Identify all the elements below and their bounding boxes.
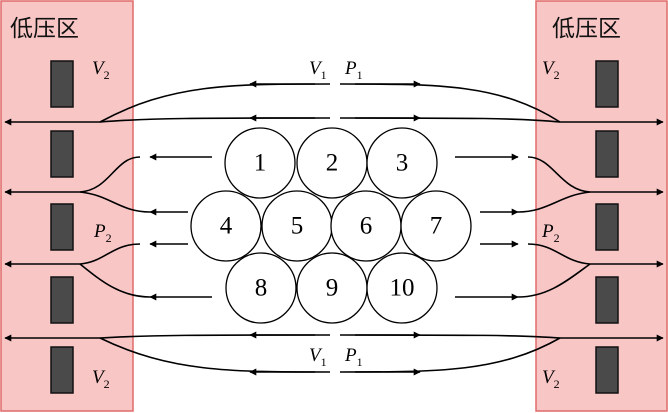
p2-label-right: P2 [541,221,560,245]
circle-7-label: 7 [430,213,443,240]
right-block [595,203,619,251]
circle-5-label: 5 [291,213,304,240]
right-block [595,60,619,108]
v2-label-right-top: V2 [542,58,560,82]
left-block [50,130,74,178]
circle-4 [190,190,262,262]
flow-line-left [79,263,151,298]
circle-7 [400,190,472,262]
circle-8-label: 8 [255,275,268,302]
left-blocks [50,60,74,394]
circle-10 [366,252,438,324]
circle-3 [366,127,438,199]
circle-4-label: 4 [220,213,233,240]
v1-label-bottom: V1 [309,345,327,369]
right-blocks [595,60,619,394]
flow-line-left [99,337,331,373]
circle-1 [224,127,296,199]
circle-10-label: 10 [390,275,415,302]
p1-label-top: P1 [344,58,363,82]
circle-2-label: 2 [326,150,339,177]
p1-label-bottom: P1 [344,345,363,369]
right-block [595,130,619,178]
right-block [595,276,619,324]
left-block [50,346,74,394]
flow-line-left [79,191,151,213]
v2-label-left-bottom: V2 [92,367,110,391]
circle-6-label: 6 [360,213,373,240]
left-block [50,276,74,324]
circle-9-label: 9 [326,275,339,302]
circle-3-label: 3 [396,150,409,177]
v2-label-left-top: V2 [92,58,110,82]
v1-label-top: V1 [309,58,327,82]
right-block [595,346,619,394]
flow-line-right [517,263,591,298]
left-block [50,203,74,251]
variable-labels: V1 P1 V1 P1 V2 V2 V2 V2 P2 P2 [92,58,560,391]
circle-1-label: 1 [254,150,267,177]
p2-label-left: P2 [93,221,112,245]
left-block [50,60,74,108]
left-zone-title: 低压区 [10,16,79,42]
flow-line-right [517,191,591,213]
right-zone-title: 低压区 [552,16,621,42]
short-arrows [149,80,519,376]
flow-line-right [339,337,561,373]
circle-cluster: 1 2 3 4 5 6 7 8 9 10 [190,127,472,324]
v2-label-right-bottom: V2 [542,367,560,391]
circle-8 [225,252,297,324]
